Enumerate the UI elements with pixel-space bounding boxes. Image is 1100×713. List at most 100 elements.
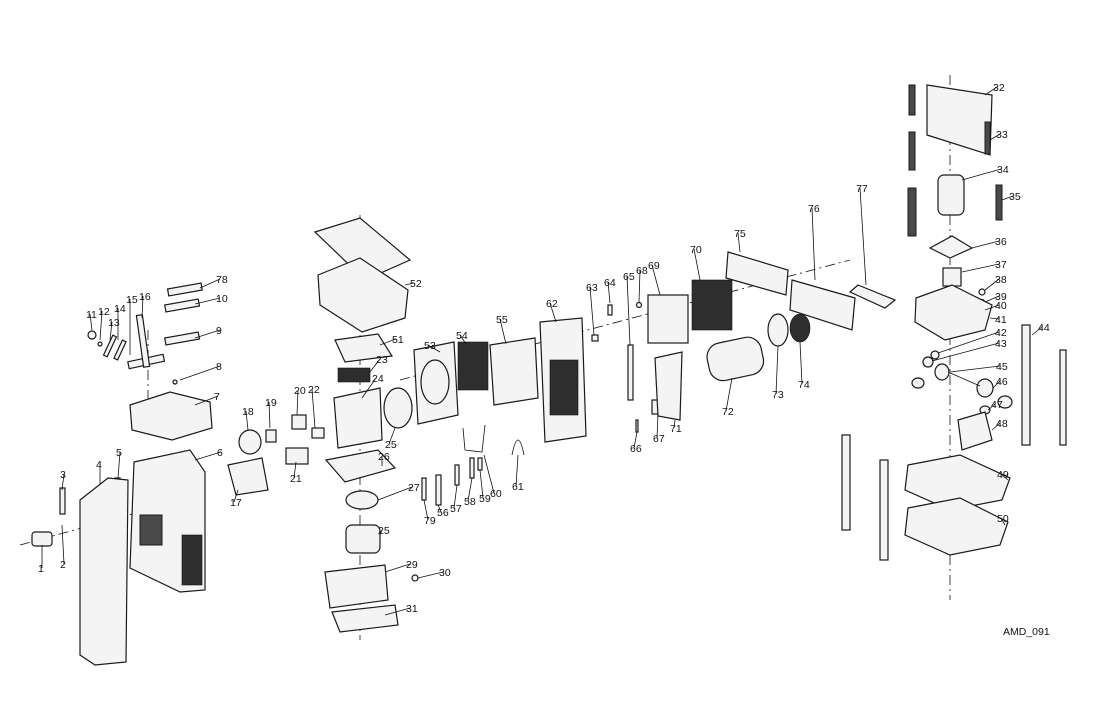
leader-line-24 — [361, 377, 377, 399]
part-32-side-strip — [908, 84, 916, 116]
leader-line-37 — [961, 263, 1000, 273]
leader-line-10 — [194, 297, 221, 305]
callout-label-19: 19 — [265, 397, 277, 409]
callout-label-71: 71 — [670, 423, 682, 435]
part-71-window-adapter — [654, 351, 683, 421]
part-10-plate — [164, 298, 201, 313]
callout-label-15: 15 — [126, 294, 138, 306]
leader-line-39 — [984, 295, 1000, 303]
part-32-lower-strip — [908, 131, 916, 171]
leader-line-21 — [293, 461, 297, 479]
leader-line-69 — [651, 264, 661, 296]
leader-line-31 — [384, 607, 411, 616]
part-posts-right — [879, 459, 889, 561]
part-20-capacitor — [291, 414, 307, 430]
callout-label-70: 70 — [690, 244, 702, 256]
part-56-rod — [435, 474, 442, 506]
leader-line-27 — [377, 486, 413, 501]
part-51-duct — [334, 333, 394, 363]
callout-label-30: 30 — [439, 567, 451, 579]
leader-line-57 — [453, 484, 458, 509]
callout-label-76: 76 — [808, 203, 820, 215]
part-46-pulley — [976, 378, 994, 398]
part-79-rod — [421, 477, 427, 501]
part-31-caster-frame — [331, 604, 399, 633]
callout-label-7: 7 — [214, 391, 220, 403]
part-57-pin — [454, 464, 460, 486]
callout-label-44: 44 — [1038, 322, 1050, 334]
leader-line-36 — [971, 240, 1000, 249]
callout-label-72: 72 — [722, 406, 734, 418]
callout-label-25: 25 — [378, 525, 390, 537]
leader-line-5 — [117, 451, 121, 479]
leader-line-79 — [423, 499, 429, 521]
part-61-loop — [511, 439, 525, 456]
callout-label-55: 55 — [496, 314, 508, 326]
callout-label-10: 10 — [216, 293, 228, 305]
leader-line-46 — [992, 380, 1001, 389]
leader-line-42 — [937, 331, 1000, 354]
part-68-fastener — [635, 301, 643, 309]
leader-line-63 — [589, 286, 595, 336]
part-42-grommet — [930, 350, 940, 360]
part-19-switch — [265, 429, 277, 443]
callout-label-47: 47 — [991, 399, 1003, 411]
callout-label-20: 20 — [294, 385, 306, 397]
leader-line-75 — [737, 232, 741, 253]
callout-label-3: 3 — [60, 469, 66, 481]
callout-label-29: 29 — [406, 559, 418, 571]
leader-line-25 — [379, 529, 383, 536]
callout-label-57: 57 — [450, 503, 462, 515]
part-13-pin — [102, 334, 118, 358]
leader-line-9 — [194, 329, 221, 339]
leader-line-22 — [311, 388, 316, 429]
callout-label-31: 31 — [406, 603, 418, 615]
leader-line-17 — [233, 489, 239, 503]
callout-label-43: 43 — [995, 338, 1007, 350]
leader-line-47 — [987, 403, 996, 411]
part-16-rail — [135, 314, 151, 368]
leader-line-48 — [991, 422, 1001, 431]
leader-line-50 — [1000, 517, 1006, 526]
callout-label-16: 16 — [139, 291, 151, 303]
part-41-compressor-base — [914, 284, 993, 341]
leader-line-16 — [141, 295, 144, 319]
leader-line-19 — [268, 401, 271, 429]
leader-line-6 — [194, 451, 222, 461]
leader-line-70 — [693, 248, 701, 281]
leader-line-33 — [989, 133, 1001, 141]
part-45-pulley — [934, 363, 950, 381]
part-49-base-pan — [904, 454, 1011, 511]
part-17-evaporator-block — [227, 457, 269, 496]
part-75-window-slide — [725, 251, 789, 296]
leader-line-30 — [417, 571, 444, 579]
leader-line-65 — [626, 275, 631, 346]
callout-label-62: 62 — [546, 298, 558, 310]
callout-label-32: 32 — [993, 82, 1005, 94]
part-36-cap — [928, 235, 974, 259]
part-34-compressor — [937, 174, 965, 216]
part-45-46-belt — [947, 371, 981, 387]
part-34-bracket — [907, 187, 917, 237]
part-33-strip — [984, 121, 991, 155]
leader-line-51 — [379, 338, 397, 346]
part-48-water-pump — [957, 411, 993, 451]
callout-label-1: 1 — [38, 563, 44, 575]
callout-label-79: 79 — [424, 515, 436, 527]
callout-label-78: 78 — [216, 274, 228, 286]
front-housing-group — [31, 282, 325, 666]
part-44-side-post-right — [1059, 349, 1067, 446]
callout-label-49: 49 — [997, 469, 1009, 481]
callout-label-59: 59 — [479, 493, 491, 505]
callout-label-66: 66 — [630, 443, 642, 455]
part-32-insulation-wrap — [926, 84, 993, 156]
leader-line-12 — [99, 310, 103, 341]
part-59-pin — [477, 457, 483, 471]
part-12-washer — [97, 341, 103, 347]
part-posts-left — [841, 434, 851, 531]
callout-label-67: 67 — [653, 433, 665, 445]
callout-label-74: 74 — [798, 379, 810, 391]
callout-label-26: 26 — [378, 451, 390, 463]
